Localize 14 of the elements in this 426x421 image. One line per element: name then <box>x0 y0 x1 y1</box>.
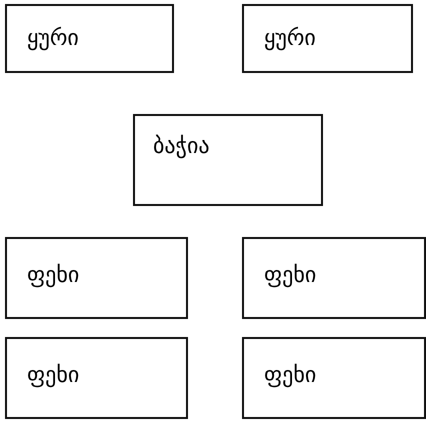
box-label: ფეხი <box>264 263 316 288</box>
box-label: ფეხი <box>27 363 80 388</box>
box-label: ყური <box>27 26 79 51</box>
label-box <box>5 4 174 73</box>
box-label: ფეხი <box>264 363 316 388</box>
label-box <box>242 4 413 73</box>
label-box <box>242 337 426 419</box>
box-label: ბაჭია <box>153 134 210 159</box>
box-label: ფეხი <box>27 263 80 288</box>
label-box <box>5 337 188 419</box>
box-label: ყური <box>264 26 316 51</box>
label-box <box>242 237 426 319</box>
label-box <box>133 114 323 206</box>
label-box <box>5 237 188 319</box>
